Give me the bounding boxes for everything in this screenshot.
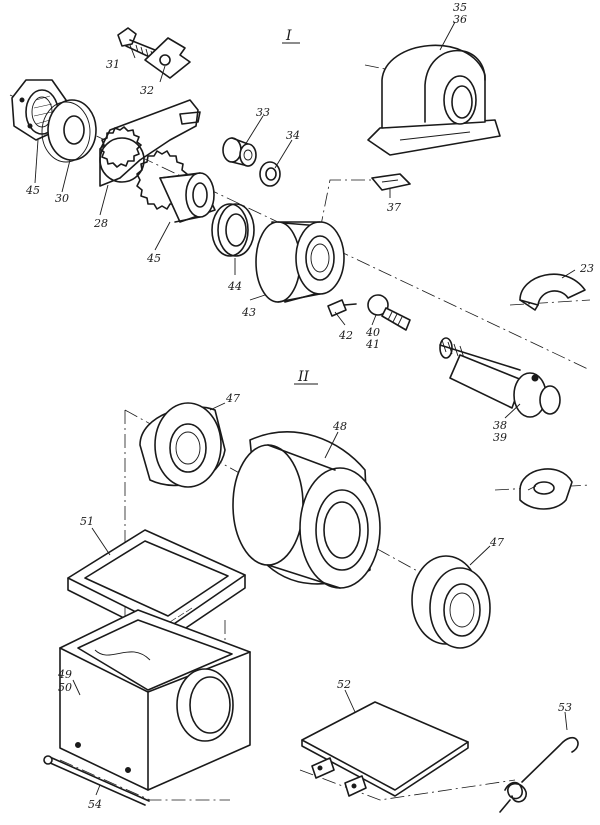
label-50: 50 — [58, 681, 72, 694]
label-46: 45 — [25, 184, 40, 197]
label-47-upper: 47 — [225, 392, 240, 405]
label-31: 31 — [106, 58, 120, 71]
label-33: 33 — [256, 106, 270, 119]
label-28: 28 — [93, 217, 108, 230]
part-45-gear-hub — [136, 150, 216, 223]
label-23: 23 — [579, 262, 594, 275]
label-40: 40 — [365, 326, 380, 339]
label-36: 36 — [453, 13, 467, 26]
label-43: 43 — [241, 306, 256, 319]
label-39: 39 — [493, 431, 507, 444]
label-30: 30 — [55, 192, 69, 205]
part-44-bearing-ring — [211, 203, 255, 257]
leader-lines — [34, 21, 576, 796]
label-35: 35 — [453, 1, 467, 14]
label-51: 51 — [80, 515, 94, 528]
label-54: 54 — [88, 798, 102, 811]
part-47-flange-lower — [411, 555, 491, 649]
section-label-II: II — [297, 369, 310, 385]
part-49-50-housing-body — [59, 609, 251, 791]
label-34: 34 — [286, 129, 300, 142]
part-37-key — [371, 173, 411, 191]
part-52-cover — [301, 701, 469, 797]
part-34-washer — [259, 161, 281, 187]
label-32: 32 — [140, 84, 154, 97]
label-41: 41 — [365, 338, 380, 351]
part-23-half-ring-bottom — [519, 468, 573, 510]
part-32-lock-plate — [144, 37, 191, 79]
label-53: 53 — [558, 701, 572, 714]
part-35-36-housing — [367, 44, 501, 156]
part-40-41-ball-stud — [367, 294, 411, 331]
part-23-half-ring-top — [519, 273, 586, 311]
part-47-flange-upper — [139, 402, 226, 488]
label-52: 52 — [337, 678, 351, 691]
label-44: 44 — [227, 280, 242, 293]
label-42: 42 — [338, 329, 353, 342]
section-label-I: I — [285, 28, 292, 44]
part-54-pin — [43, 755, 150, 806]
part-48-large-roller — [232, 431, 381, 589]
label-49: 49 — [57, 668, 72, 681]
part-28-lever — [99, 99, 201, 187]
label-38: 38 — [493, 419, 507, 432]
label-37: 37 — [387, 201, 401, 214]
part-43-roller — [255, 221, 345, 303]
part-30-washer — [41, 99, 97, 163]
label-47-lower: 47 — [489, 536, 504, 549]
part-42-screw — [327, 299, 357, 317]
label-45: 45 — [146, 252, 161, 265]
section-labels: I II — [282, 28, 318, 385]
part-31-bolt — [117, 27, 161, 61]
label-48: 48 — [332, 420, 347, 433]
part-33-sleeve — [222, 137, 257, 167]
part-38-39-shaft — [439, 337, 561, 418]
part-53-spring — [499, 737, 579, 813]
part-labels: 31 32 33 34 35 36 37 45 30 28 45 44 43 4… — [25, 1, 594, 811]
